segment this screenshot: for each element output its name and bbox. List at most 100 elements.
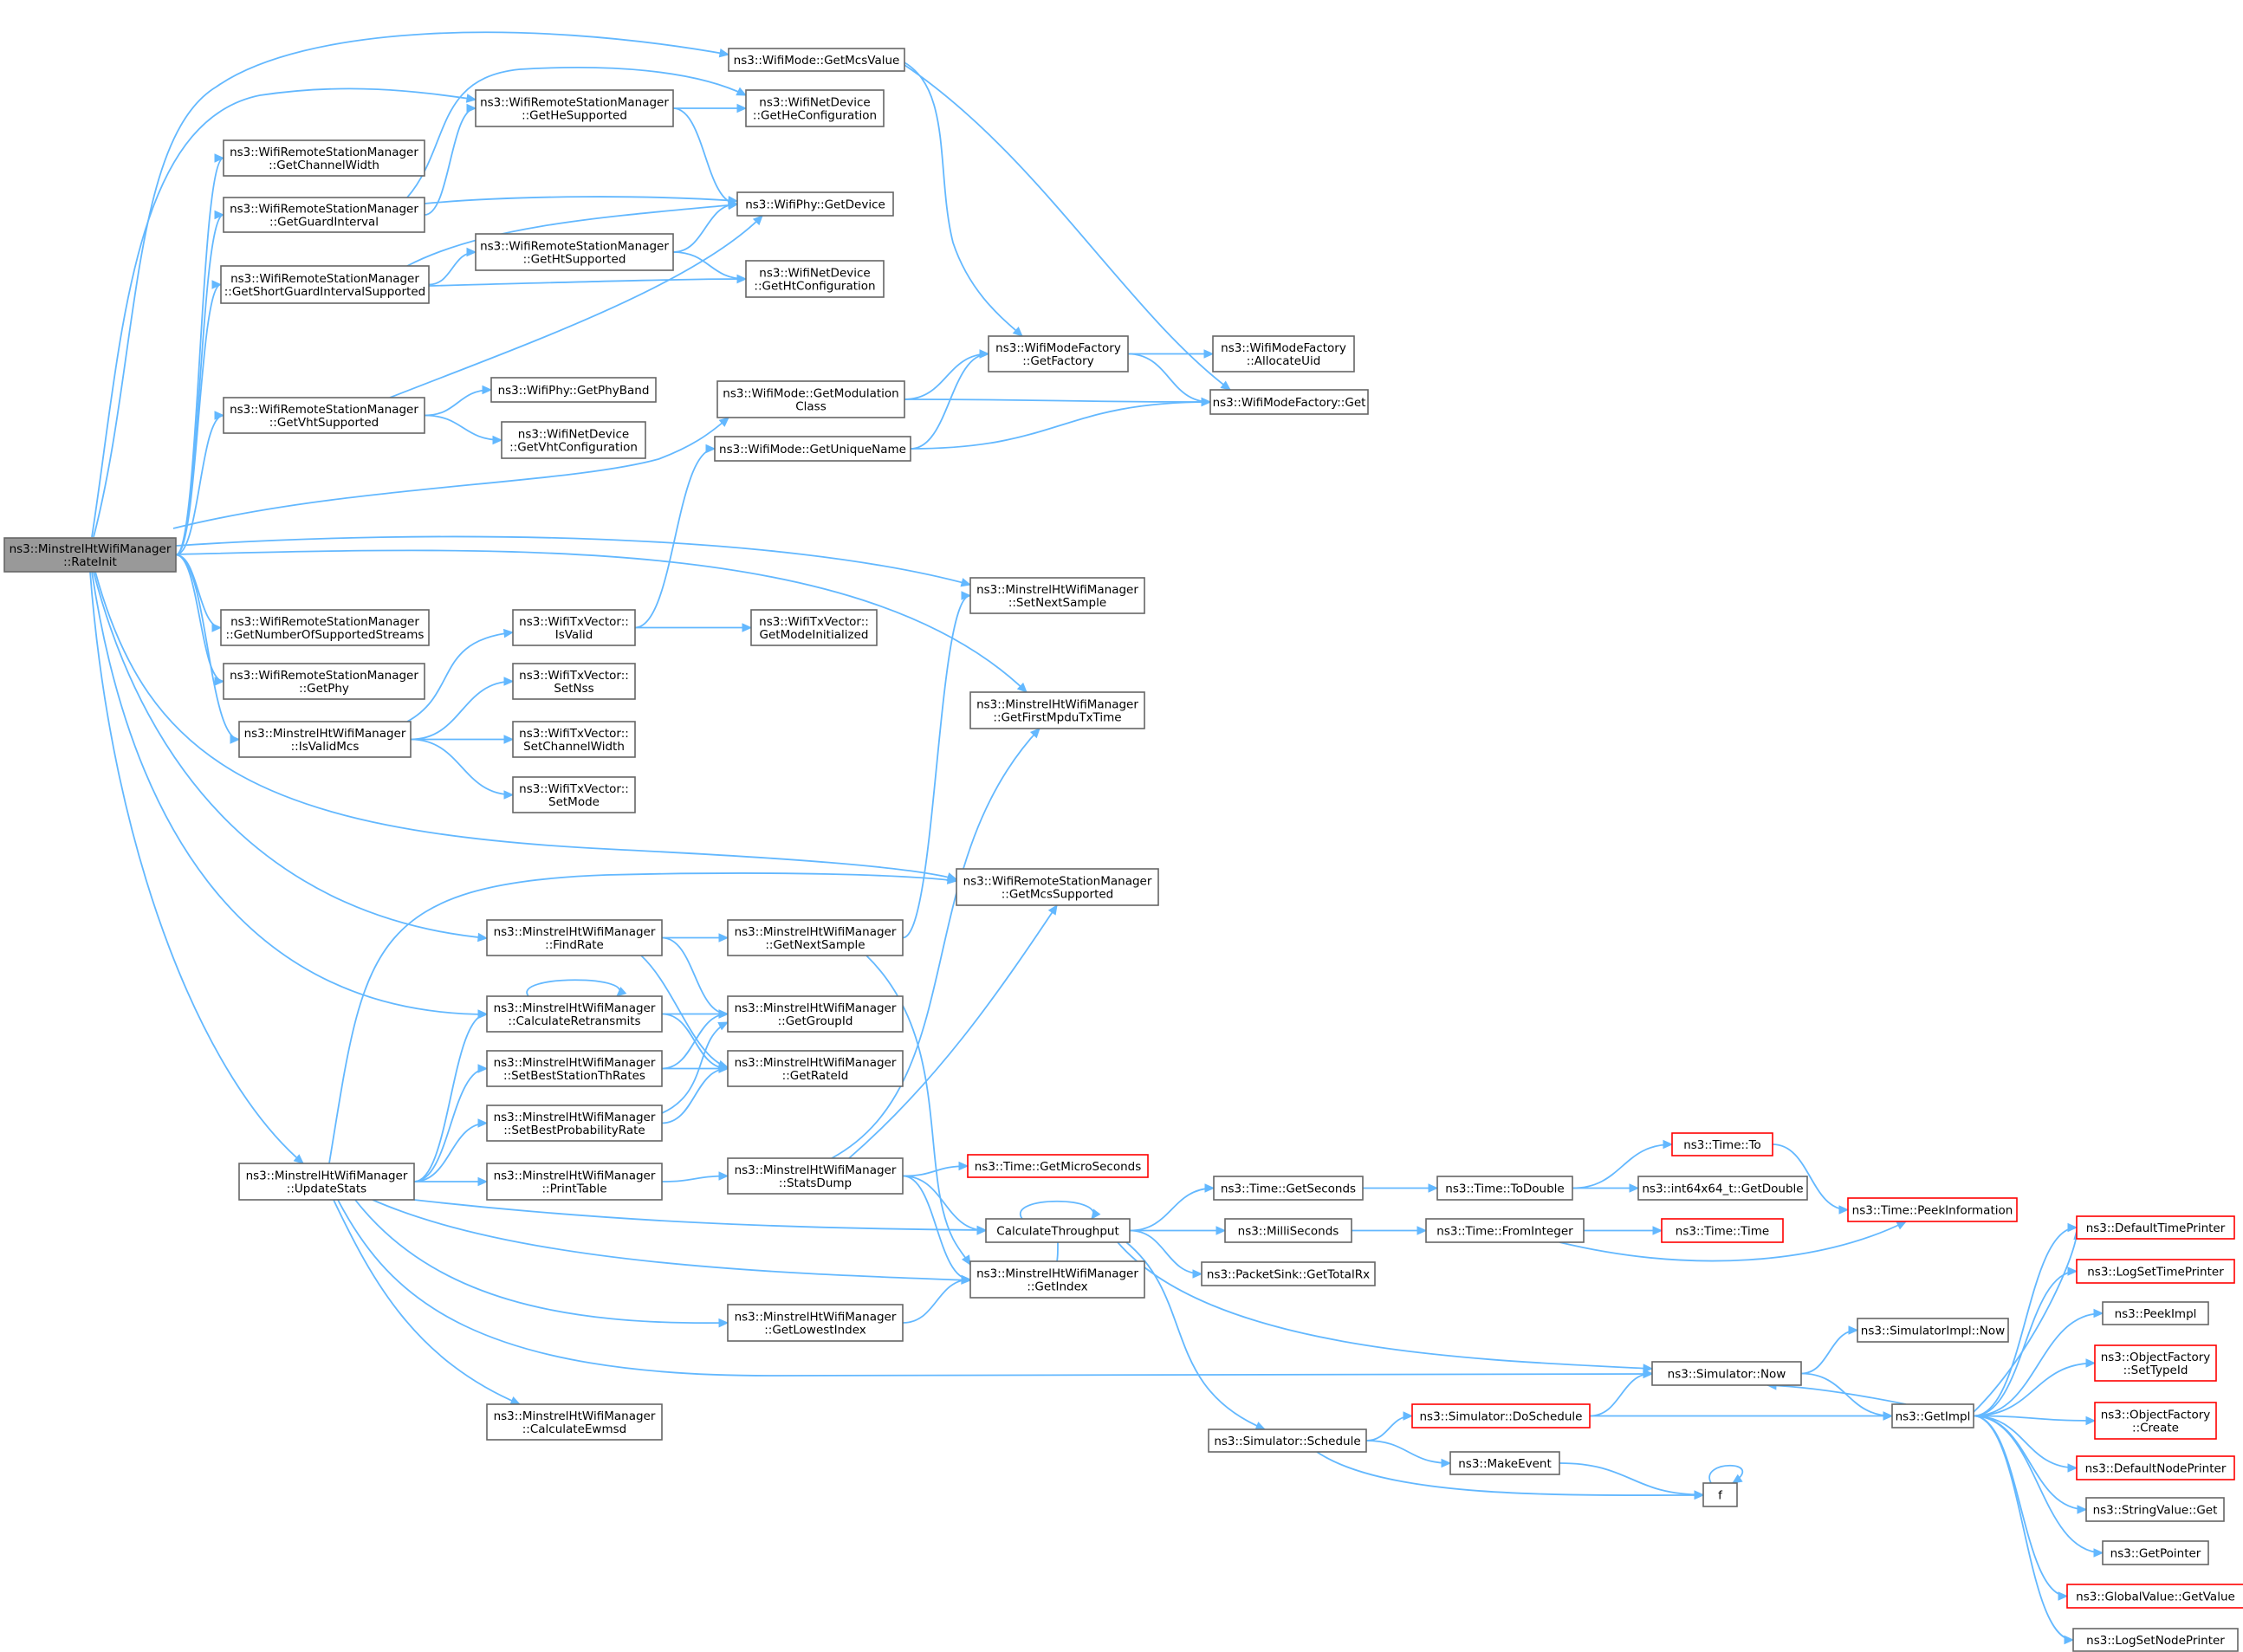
node-stringValueGet[interactable]: ns3::StringValue::Get [2085,1497,2225,1522]
node-getHtSupported[interactable]: ns3::WifiRemoteStationManager::GetHtSupp… [475,233,674,271]
node-statsDump[interactable]: ns3::MinstrelHtWifiManager::StatsDump [727,1157,904,1195]
node-setTypeId[interactable]: ns3::ObjectFactory::SetTypeId [2094,1344,2217,1382]
node-getSeconds[interactable]: ns3::Time::GetSeconds [1213,1176,1364,1201]
node-label-line: ns3::DefaultNodePrinter [2085,1462,2227,1476]
node-getChannelWidth[interactable]: ns3::WifiRemoteStationManager::GetChanne… [223,139,425,177]
node-wifiModeFactoryGet[interactable]: ns3::WifiModeFactory::Get [1209,389,1369,415]
node-getHtConfiguration[interactable]: ns3::WifiNetDevice::GetHtConfiguration [745,260,885,298]
node-getRateId[interactable]: ns3::MinstrelHtWifiManager::GetRateId [727,1050,904,1087]
node-label-line: ns3::WifiRemoteStationManager [230,615,419,629]
node-create[interactable]: ns3::ObjectFactory::Create [2094,1402,2217,1440]
node-simNow[interactable]: ns3::Simulator::Now [1651,1361,1802,1386]
node-getDevice[interactable]: ns3::WifiPhy::GetDevice [736,191,894,217]
node-box [969,691,1145,729]
node-setBestProbRate[interactable]: ns3::MinstrelHtWifiManager::SetBestProba… [486,1105,663,1142]
arrowhead-fromInteger-to-peekInformation [1896,1221,1908,1230]
node-fromInteger[interactable]: ns3::Time::FromInteger [1425,1218,1585,1243]
node-getVhtConfiguration[interactable]: ns3::WifiNetDevice::GetVhtConfiguration [501,421,646,459]
node-box [486,919,663,956]
node-getIndex[interactable]: ns3::MinstrelHtWifiManager::GetIndex [969,1260,1145,1299]
node-globalValueGetValue[interactable]: ns3::GlobalValue::GetValue [2066,1584,2243,1609]
node-schedule[interactable]: ns3::Simulator::Schedule [1208,1428,1367,1453]
node-getPhy[interactable]: ns3::WifiRemoteStationManager::GetPhy [223,663,425,700]
node-getGuardInterval[interactable]: ns3::WifiRemoteStationManager::GetGuardI… [223,197,425,233]
node-isValidMcs[interactable]: ns3::MinstrelHtWifiManager::IsValidMcs [238,721,412,758]
node-setNss[interactable]: ns3::WifiTxVector::SetNss [512,663,636,700]
node-label-line: ::GetNumberOfSupportedStreams [226,628,425,642]
edge-fromInteger-to-peekInformation [1559,1221,1907,1262]
node-getMcsValue[interactable]: ns3::WifiMode::GetMcsValue [728,48,905,72]
node-getFirstMpduTxTime[interactable]: ns3::MinstrelHtWifiManager::GetFirstMpdu… [969,691,1145,729]
arrowhead-root-to-getChannelWidth [214,153,225,163]
node-peekImpl[interactable]: ns3::PeekImpl [2102,1301,2209,1325]
node-printTable[interactable]: ns3::MinstrelHtWifiManager::PrintTable [486,1163,663,1201]
node-isValid[interactable]: ns3::WifiTxVector::IsValid [512,609,636,646]
node-f[interactable]: f [1702,1482,1738,1507]
node-getNumSupportedStreams[interactable]: ns3::WifiRemoteStationManager::GetNumber… [220,609,430,646]
node-getMicroSeconds[interactable]: ns3::Time::GetMicroSeconds [967,1154,1149,1178]
node-logSetNodePrinter[interactable]: ns3::LogSetNodePrinter [2072,1628,2239,1652]
edge-updateStats-to-setBestStationThRates [413,1067,488,1182]
edge-updateStats-to-calcEwmsd [333,1199,521,1405]
edge-root-to-findRate [93,571,488,939]
node-logSetTimePrinter[interactable]: ns3::LogSetTimePrinter [2076,1259,2235,1284]
node-root[interactable]: ns3::MinstrelHtWifiManager::RateInit [3,537,177,573]
node-getModeInitialized[interactable]: ns3::WifiTxVector::GetModeInitialized [750,609,878,646]
edge-getGuardInterval-to-getHeConfiguration [406,67,747,198]
node-label-line: ns3::MinstrelHtWifiManager [976,583,1138,597]
node-calcEwmsd[interactable]: ns3::MinstrelHtWifiManager::CalculateEwm… [486,1403,663,1441]
edge-root-to-getMcsSupported [94,571,957,880]
node-box [727,919,904,956]
node-calcRetransmits[interactable]: ns3::MinstrelHtWifiManager::CalculateRet… [486,995,663,1033]
node-setNextSample[interactable]: ns3::MinstrelHtWifiManager::SetNextSampl… [969,577,1145,614]
node-getFactory[interactable]: ns3::WifiModeFactory::GetFactory [988,335,1129,373]
node-calcThroughput[interactable]: CalculateThroughput [985,1218,1131,1243]
node-label-line: ns3::Simulator::Now [1668,1368,1786,1382]
node-getTotalRx[interactable]: ns3::PacketSink::GetTotalRx [1201,1261,1376,1286]
node-findRate[interactable]: ns3::MinstrelHtWifiManager::FindRate [486,919,663,956]
node-doSchedule[interactable]: ns3::Simulator::DoSchedule [1411,1403,1591,1428]
node-updateStats[interactable]: ns3::MinstrelHtWifiManager::UpdateStats [238,1163,415,1201]
node-box [2085,1497,2225,1522]
node-allocateUid[interactable]: ns3::WifiModeFactory::AllocateUid [1212,335,1355,373]
edge-statsDump-to-getMcsSupported [848,904,1058,1159]
node-getLowestIndex[interactable]: ns3::MinstrelHtWifiManager::GetLowestInd… [727,1304,904,1342]
edge-getImpl-to-logSetNodePrinter [1973,1415,2074,1641]
node-makeEvent[interactable]: ns3::MakeEvent [1449,1451,1560,1475]
node-simImplNow[interactable]: ns3::SimulatorImpl::Now [1857,1318,2009,1343]
arrowhead-getHtSupported-to-getDevice [728,199,739,209]
arrowhead-calcThroughput-to-getSeconds [1204,1183,1215,1193]
node-timeTime[interactable]: ns3::Time::Time [1661,1218,1784,1243]
arrowhead-statsDump-to-getFirstMpduTxTime [1029,728,1040,739]
arrowhead-findRate-to-getNextSample [718,933,729,943]
node-box [1436,1176,1573,1201]
edge-root-to-calcRetransmits [91,571,488,1015]
node-int64GetDouble[interactable]: ns3::int64x64_t::GetDouble [1637,1176,1808,1201]
node-label-line: ns3::WifiMode::GetModulation [723,387,898,401]
node-setBestStationThRates[interactable]: ns3::MinstrelHtWifiManager::SetBestStati… [486,1050,663,1087]
node-getVhtSupported[interactable]: ns3::WifiRemoteStationManager::GetVhtSup… [223,397,425,434]
node-getNextSample[interactable]: ns3::MinstrelHtWifiManager::GetNextSampl… [727,919,904,956]
node-getGroupId[interactable]: ns3::MinstrelHtWifiManager::GetGroupId [727,995,904,1033]
node-milliSeconds[interactable]: ns3::MilliSeconds [1224,1218,1352,1243]
node-getUniqueName[interactable]: ns3::WifiMode::GetUniqueName [714,436,911,462]
node-getMcsSupported[interactable]: ns3::WifiRemoteStationManager::GetMcsSup… [956,868,1159,906]
node-getShortGI[interactable]: ns3::WifiRemoteStationManager::GetShortG… [220,265,430,304]
node-defaultNodePrinter[interactable]: ns3::DefaultNodePrinter [2076,1455,2235,1480]
node-getPointer[interactable]: ns3::GetPointer [2102,1540,2209,1565]
node-setChannelWidth[interactable]: ns3::WifiTxVector::SetChannelWidth [512,721,636,758]
node-getHeSupported[interactable]: ns3::WifiRemoteStationManager::GetHeSupp… [475,89,674,127]
node-toDouble[interactable]: ns3::Time::ToDouble [1436,1176,1573,1201]
node-getPhyBand[interactable]: ns3::WifiPhy::GetPhyBand [490,377,657,403]
node-peekInformation[interactable]: ns3::Time::PeekInformation [1847,1197,2018,1222]
node-getImpl[interactable]: ns3::GetImpl [1891,1403,1974,1428]
arrowhead-root-to-getHeSupported [465,94,477,103]
node-box [486,1050,663,1087]
node-setMode[interactable]: ns3::WifiTxVector::SetMode [512,776,636,813]
node-timeTo[interactable]: ns3::Time::To [1671,1132,1773,1156]
node-getHeConfiguration[interactable]: ns3::WifiNetDevice::GetHeConfiguration [745,89,885,127]
node-defaultTimePrinter[interactable]: ns3::DefaultTimePrinter [2076,1215,2235,1240]
edge-isValidMcs-to-setMode [410,738,514,796]
edge-updateStats-to-simNow [337,1199,1653,1377]
